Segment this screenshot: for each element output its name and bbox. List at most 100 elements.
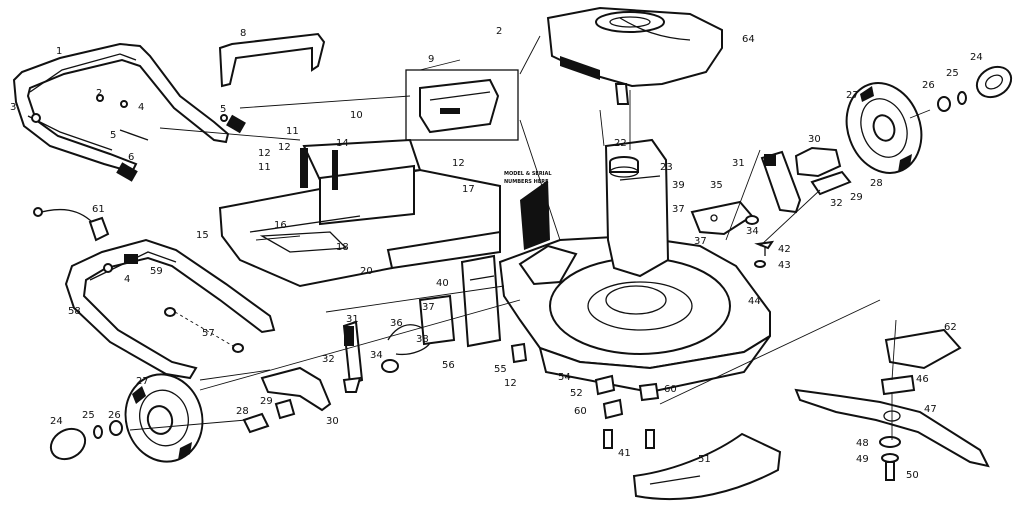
callout-label: 2 — [496, 26, 502, 37]
callout-label: 1 — [56, 46, 62, 57]
callout-label: 23 — [660, 162, 673, 173]
callout-label: 43 — [778, 260, 791, 271]
callout-label: 31 — [732, 158, 745, 169]
mower-deck — [498, 138, 771, 394]
callout-label: 14 — [336, 138, 349, 149]
callout-label: 51 — [698, 454, 711, 465]
rear-wheel-left — [124, 373, 204, 463]
callout-label: 10 — [350, 110, 363, 121]
callout-label: 3 — [10, 102, 16, 113]
callout-label: 22 — [614, 138, 627, 149]
callout-label: 55 — [494, 364, 507, 375]
callout-label: 48 — [856, 438, 869, 449]
handle-bolt — [164, 307, 244, 353]
callout-label: 41 — [618, 448, 631, 459]
callout-label: 60 — [664, 384, 677, 395]
rope-guide-bracket — [218, 32, 326, 88]
callout-label: 30 — [326, 416, 339, 427]
callout-label: 32 — [830, 198, 843, 209]
callout-label: 34 — [746, 226, 759, 237]
callout-label: 39 — [672, 180, 685, 191]
callout-label: 44 — [748, 296, 761, 307]
callout-label: 52 — [570, 388, 583, 399]
assembly-lines — [129, 35, 931, 440]
rear-discharge-door — [218, 138, 501, 288]
callout-label: 30 — [808, 134, 821, 145]
callout-label: 50 — [906, 470, 919, 481]
rear-bracket — [418, 254, 502, 348]
lower-handle — [64, 238, 276, 380]
callout-label: 12 — [258, 148, 271, 159]
callout-label: 11 — [258, 162, 271, 173]
callout-label: 18 — [336, 242, 349, 253]
callout-label: 8 — [240, 28, 246, 39]
callout-label: 61 — [92, 204, 105, 215]
upper-handle — [12, 42, 246, 182]
callout-label: 58 — [68, 306, 81, 317]
callout-label: 27 — [846, 90, 859, 101]
callout-label: 40 — [436, 278, 449, 289]
deck-baffle — [632, 432, 782, 501]
callout-label: 62 — [944, 322, 957, 333]
deck-hardware — [510, 342, 660, 449]
callout-label: 12 — [452, 158, 465, 169]
callout-label: 12 — [504, 378, 517, 389]
callout-label: 5 — [220, 104, 226, 115]
callout-label: 31 — [346, 314, 359, 325]
callout-label: 17 — [462, 184, 475, 195]
wheel-hardware-right — [937, 65, 1013, 112]
callout-label: 29 — [850, 192, 863, 203]
height-lever — [342, 320, 364, 393]
callout-label: 59 — [150, 266, 163, 277]
callout-label: 32 — [322, 354, 335, 365]
callout-label: 5 — [110, 130, 116, 141]
callout-label: 56 — [442, 360, 455, 371]
callout-label: 12 — [278, 142, 291, 153]
callout-label: 4 — [138, 102, 144, 113]
callout-label: 34 — [370, 350, 383, 361]
blade-adapter — [880, 328, 962, 396]
callout-label: 6 — [234, 122, 240, 133]
callout-label: 15 — [196, 230, 209, 241]
engine — [546, 6, 723, 105]
callout-label: 4 — [124, 274, 130, 285]
callout-label: 36 — [390, 318, 403, 329]
callout-label: 27 — [136, 376, 149, 387]
callout-label: 37 — [694, 236, 707, 247]
callout-label: 25 — [946, 68, 959, 79]
callout-label: 37 — [422, 302, 435, 313]
callout-label: 28 — [236, 406, 249, 417]
callout-label: 29 — [260, 396, 273, 407]
callout-label: 24 — [970, 52, 983, 63]
callout-label: 47 — [924, 404, 937, 415]
control-bracket-assembly — [405, 69, 519, 141]
handle-hardware — [31, 94, 228, 141]
callout-label: 26 — [922, 80, 935, 91]
callout-labels: 1 2 3 4 5 6 5 6 8 9 10 11 12 12 11 14 15… — [10, 26, 983, 481]
callout-label: 2 — [96, 88, 102, 99]
callout-label: 24 — [50, 416, 63, 427]
wheel-hardware-left — [49, 420, 123, 461]
callout-label: 6 — [128, 152, 134, 163]
callout-label: 26 — [108, 410, 121, 421]
callout-label: 35 — [710, 180, 723, 191]
callout-label: 20 — [360, 266, 373, 277]
rear-wheel-right — [845, 82, 923, 174]
callout-label: 42 — [778, 244, 791, 255]
callout-label: 16 — [274, 220, 287, 231]
callout-label: 37 — [672, 204, 685, 215]
callout-label: 11 — [286, 126, 299, 137]
model-serial-note-line2: NUMBERS HERE — [504, 179, 549, 185]
spacer-washer — [609, 156, 639, 178]
callout-label: 38 — [416, 334, 429, 345]
callout-label: 60 — [574, 406, 587, 417]
callout-label: 9 — [428, 54, 434, 65]
callout-label: 54 — [558, 372, 571, 383]
wheel-bracket-left — [242, 366, 332, 434]
callout-label: 46 — [916, 374, 929, 385]
control-cable — [33, 207, 110, 242]
blade-bolt-stack — [879, 436, 901, 481]
model-serial-note-line1: MODEL & SERIAL — [504, 171, 552, 177]
callout-label: 64 — [742, 34, 755, 45]
